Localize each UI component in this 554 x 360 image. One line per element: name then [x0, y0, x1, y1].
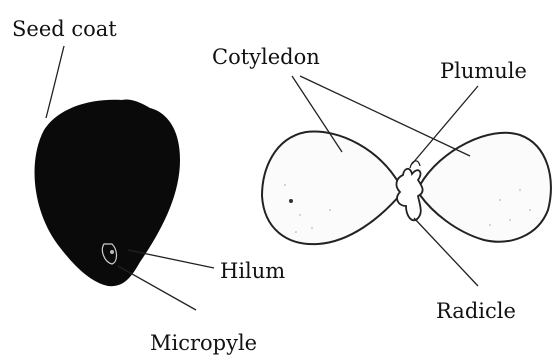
cotyledon-right: [420, 133, 551, 242]
label-micropyle: Micropyle: [150, 331, 257, 355]
label-cotyledon: Cotyledon: [212, 45, 320, 69]
label-hilum: Hilum: [220, 259, 285, 283]
label-plumule: Plumule: [440, 59, 527, 83]
cotyledon-left: [262, 132, 400, 245]
cotyledon-spot: [289, 199, 293, 203]
embryo-axis: [396, 169, 422, 220]
micropyle-dot: [110, 250, 114, 254]
seed-body: [35, 99, 180, 286]
leader-seed-coat: [46, 46, 64, 118]
label-radicle: Radicle: [436, 299, 516, 323]
leader-micropyle: [118, 266, 196, 310]
label-seed-coat: Seed coat: [12, 17, 117, 41]
plumule-tip: [410, 161, 420, 168]
